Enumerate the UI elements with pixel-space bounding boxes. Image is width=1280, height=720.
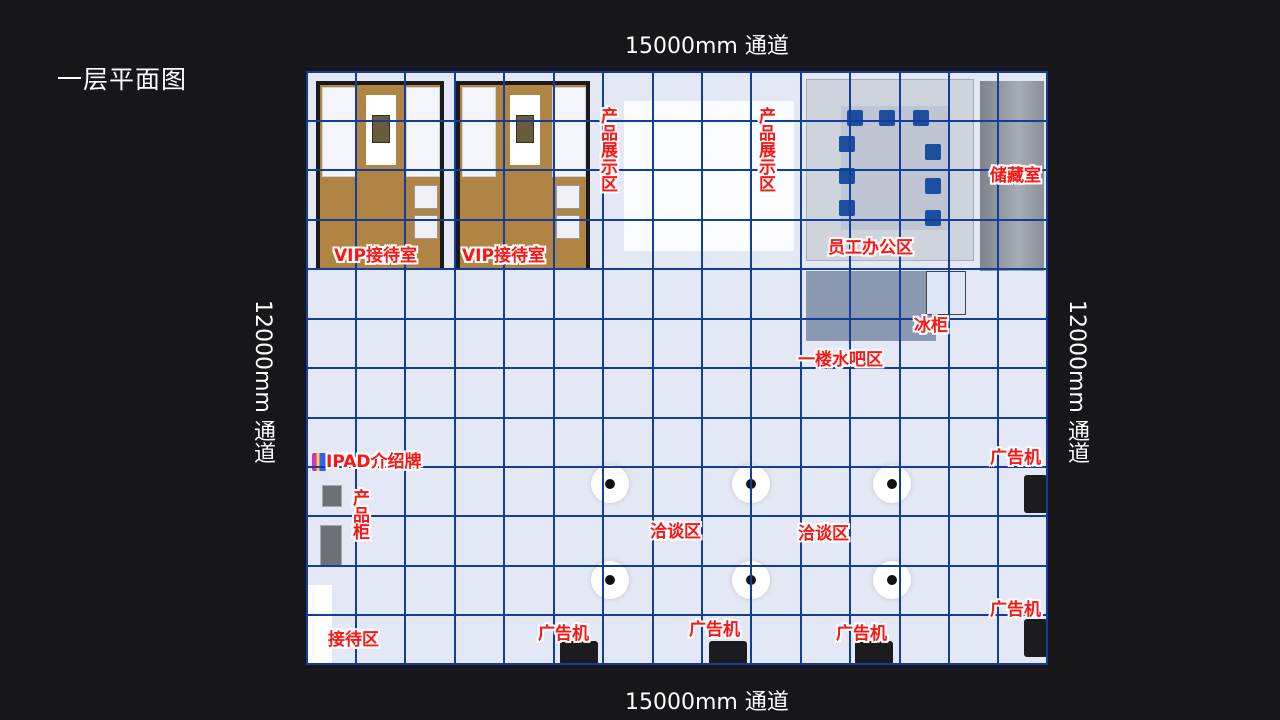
tea-tray	[516, 115, 534, 143]
round-table	[873, 561, 911, 599]
round-table	[591, 561, 629, 599]
ad-screen	[709, 641, 747, 665]
meeting-table	[841, 106, 949, 230]
label-ad-machine-4: 广告机	[990, 448, 1041, 468]
dimension-top: 15000mm 通道	[625, 34, 789, 59]
product-cabinet	[322, 485, 342, 507]
dimension-bottom: 15000mm 通道	[625, 690, 789, 715]
chair	[913, 110, 929, 126]
dimension-left: 12000mm 通道	[250, 300, 275, 464]
ipad-board-icon	[312, 453, 326, 471]
sofa	[462, 87, 496, 177]
label-product-cabinet: 产品柜	[349, 489, 369, 540]
water-bar	[806, 271, 936, 341]
label-water-bar: 一楼水吧区	[798, 350, 883, 370]
label-ad-machine-3: 广告机	[836, 624, 887, 644]
ad-screen	[1024, 475, 1048, 513]
label-product-display-1: 产品展示区	[597, 107, 617, 192]
ad-screen	[1024, 619, 1048, 657]
label-reception: 接待区	[328, 630, 379, 650]
label-storage-room: 储藏室	[990, 166, 1041, 186]
reception-desk	[306, 585, 332, 665]
round-table	[873, 465, 911, 503]
page-title: 一层平面图	[57, 65, 188, 94]
label-vip-room-2: VIP接待室	[462, 246, 545, 266]
chair	[839, 136, 855, 152]
sofa	[406, 87, 440, 177]
chair	[839, 200, 855, 216]
sofa	[552, 87, 586, 177]
label-ad-machine-1: 广告机	[538, 624, 589, 644]
vip-room-1	[316, 81, 444, 269]
label-negotiation-1: 洽谈区	[650, 522, 701, 542]
round-table	[591, 465, 629, 503]
vip-room-2	[456, 81, 590, 269]
fridge	[926, 271, 966, 315]
dimension-right: 12000mm 通道	[1064, 300, 1089, 464]
tea-tray	[372, 115, 390, 143]
label-product-display-2: 产品展示区	[755, 107, 775, 192]
label-fridge: 冰柜	[914, 316, 948, 336]
chair	[879, 110, 895, 126]
chair	[925, 210, 941, 226]
label-vip-room-1: VIP接待室	[334, 246, 417, 266]
chair	[839, 168, 855, 184]
sofa	[322, 87, 356, 177]
label-ipad-board: IPAD介绍牌	[326, 452, 422, 472]
chair	[925, 178, 941, 194]
ad-screen	[855, 641, 893, 665]
label-ad-machine-2: 广告机	[689, 620, 740, 640]
chair	[925, 144, 941, 160]
ad-screen	[560, 641, 598, 665]
label-staff-office: 员工办公区	[828, 238, 913, 258]
label-ad-machine-5: 广告机	[990, 600, 1041, 620]
storage-room	[980, 81, 1044, 271]
product-cabinet	[320, 525, 342, 567]
stool	[556, 185, 580, 209]
label-negotiation-2: 洽谈区	[798, 524, 849, 544]
chair	[847, 110, 863, 126]
floor-plan: VIP接待室 VIP接待室 产品展示区 产品展示区 员工办公区 储藏室 冰柜 一…	[306, 71, 1048, 665]
stool	[414, 185, 438, 209]
